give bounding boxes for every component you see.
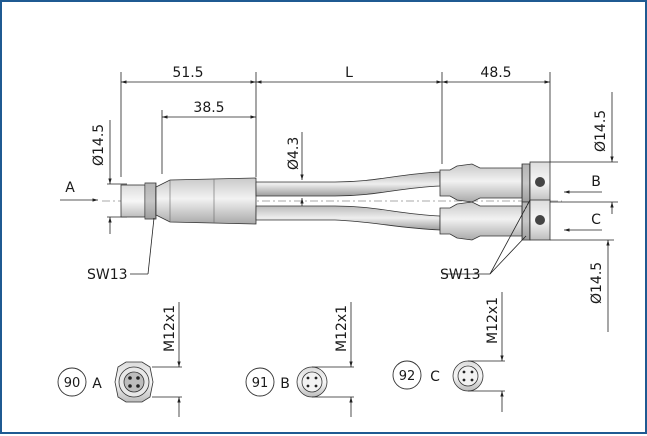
detail-91-code: 91 [252,376,269,391]
dim-right-upper-diameter: Ø14.5 [593,110,609,152]
right-upper-connector [439,161,551,203]
dim-48-5: 48.5 [480,65,511,81]
sw13-right-label: SW13 [440,267,481,283]
dim-cable-diameter: Ø4.3 [286,137,302,170]
dim-38-5: 38.5 [193,100,224,116]
detail-91: 91 B M12x1 [245,302,354,417]
detail-91-view: B [280,376,290,392]
detail-90-code: 90 [64,376,81,391]
dim-51-5: 51.5 [172,65,203,81]
view-b-label: B [591,174,601,190]
dim-length-l: L [345,65,353,81]
detail-92: 92 C M12x1 [392,292,505,412]
detail-90: 90 A M12x1 [57,302,182,417]
sw13-right-leader-2 [489,199,531,275]
dimension-lines [120,72,551,177]
left-diameter-dimension [107,120,127,234]
detail-91-thread: M12x1 [334,305,350,352]
dim-right-lower-diameter: Ø14.5 [589,262,605,304]
detail-92-thread: M12x1 [485,297,501,344]
cable-upper [255,171,441,197]
detail-90-view: A [92,376,102,392]
right-diameter-dimensions [550,92,618,332]
left-connector [120,177,257,225]
sw13-left-leader [147,217,155,275]
detail-92-code: 92 [399,369,416,384]
detail-92-view: C [430,369,440,385]
right-lower-connector [439,199,551,241]
cable-lower [255,205,441,231]
view-a-label: A [65,180,75,196]
dim-left-diameter: Ø14.5 [91,124,107,166]
sw13-right-leader-1 [489,235,527,275]
sw13-left-label: SW13 [87,267,128,283]
view-c-label: C [591,212,601,228]
detail-90-thread: M12x1 [162,305,178,352]
